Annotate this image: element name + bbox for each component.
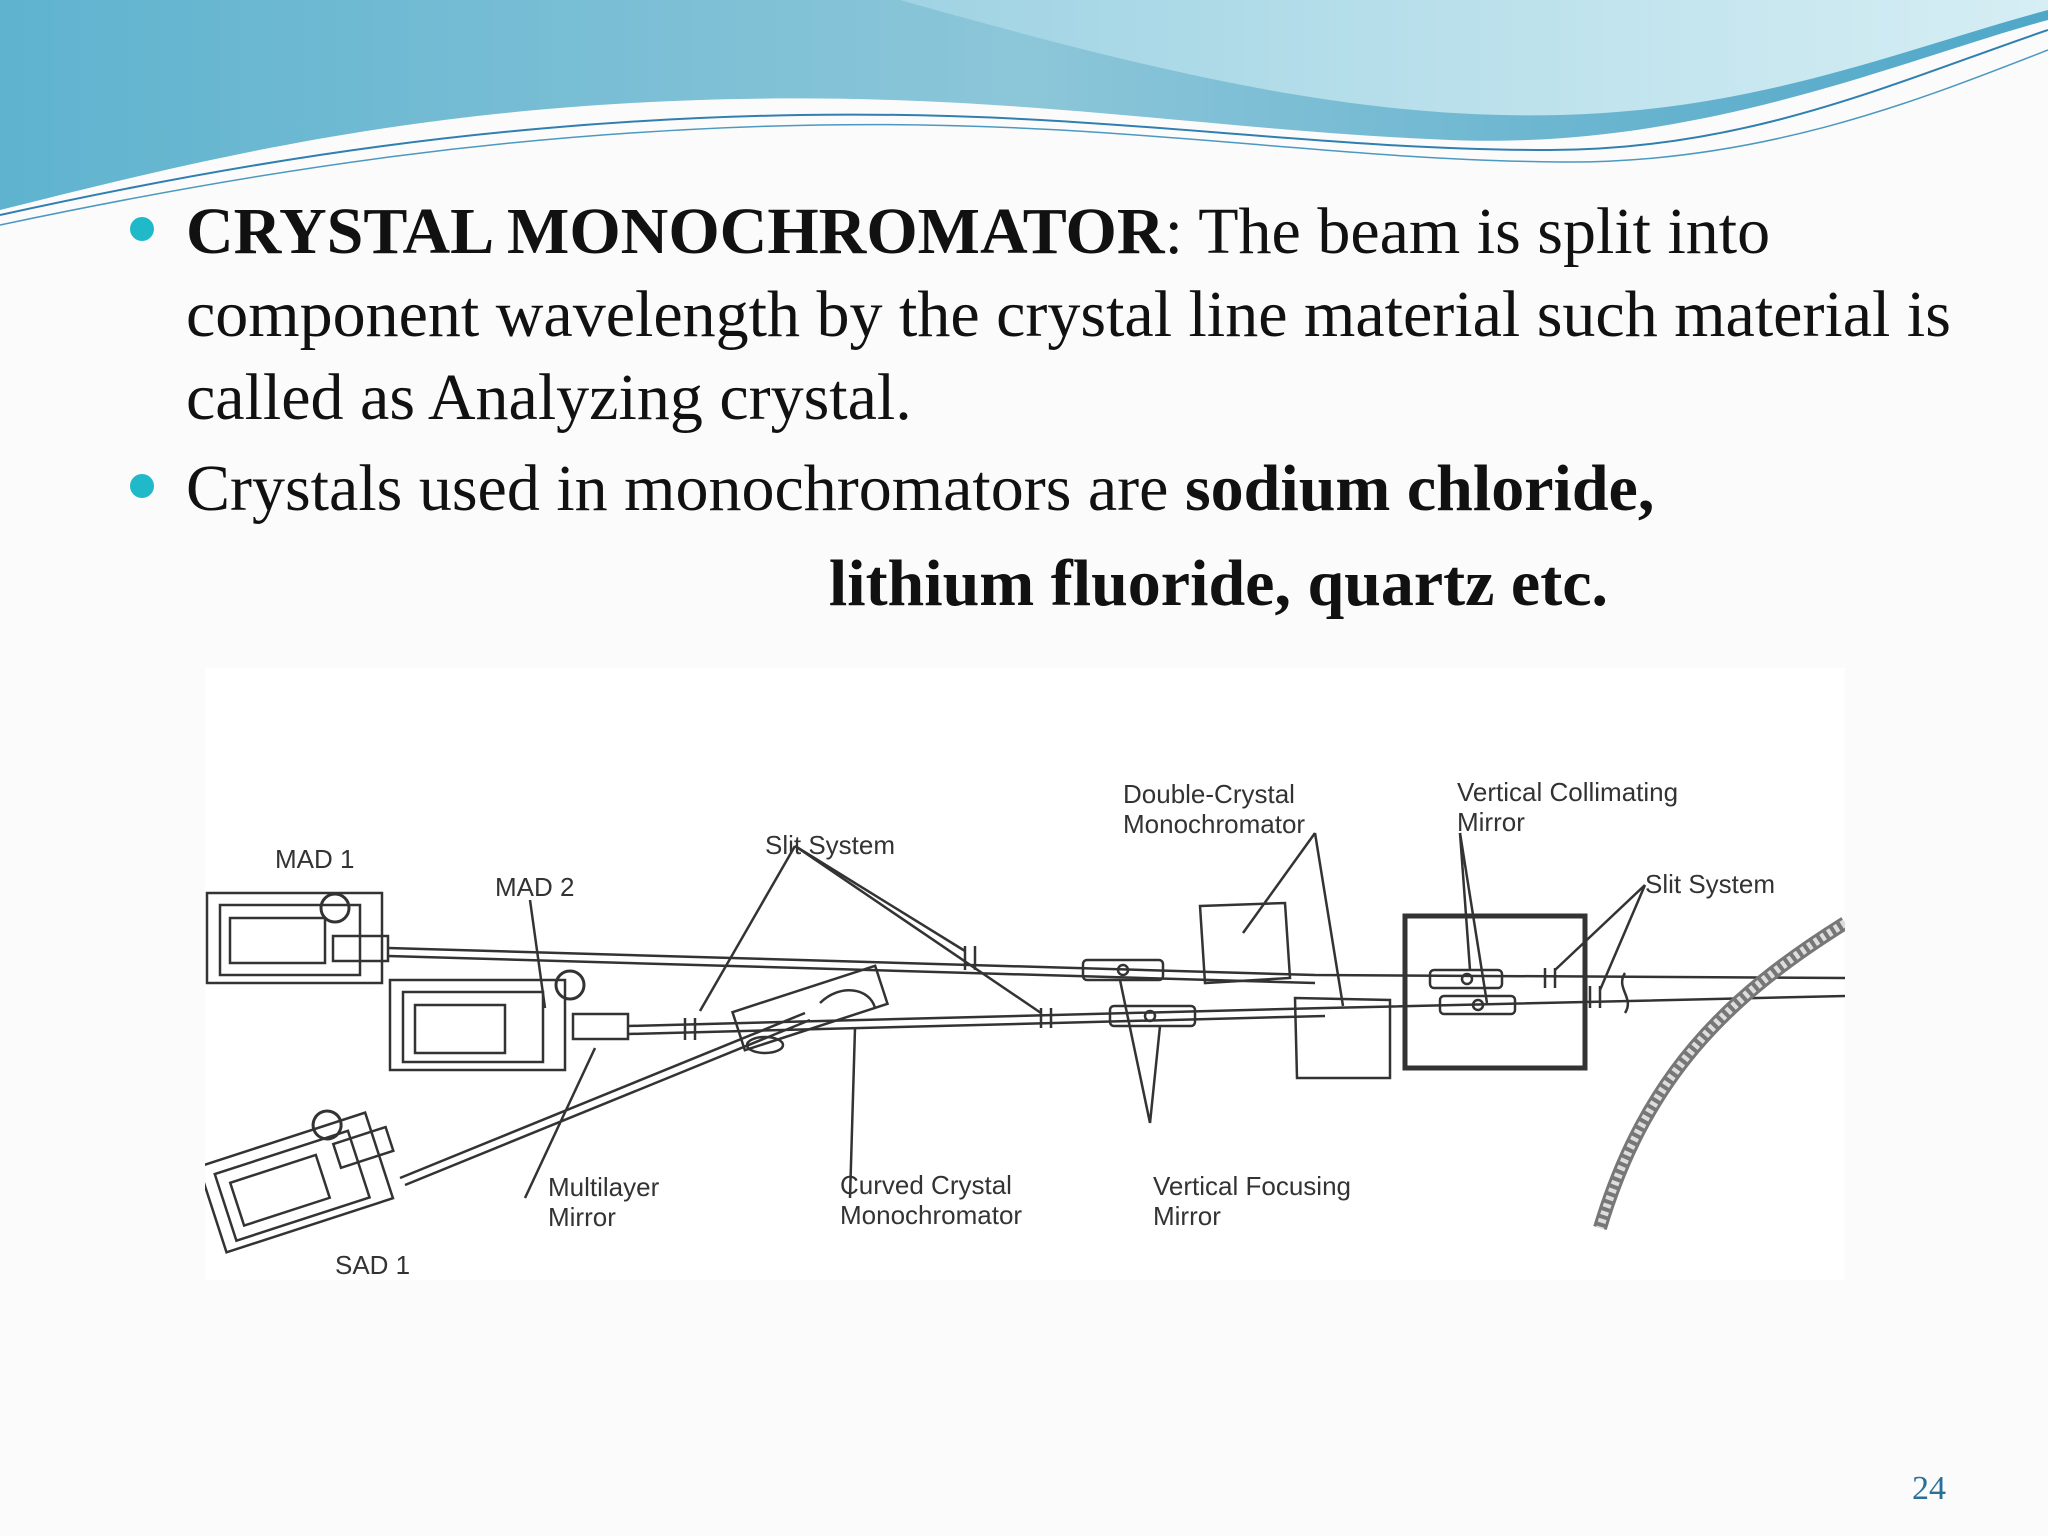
beam-pipe-sad1: [399, 1011, 806, 1180]
bullet-list: CRYSTAL MONOCHROMATOR: The beam is split…: [128, 190, 1968, 625]
station-mad1: [205, 891, 390, 985]
focusing-mirror-bottom: [1108, 1004, 1197, 1028]
label-double-crystal-1: Double-Crystal: [1123, 779, 1295, 809]
label-mad1: MAD 1: [275, 844, 354, 874]
comma-separator: ,: [1274, 547, 1308, 620]
bullet-line-2: lithium fluoride, quartz etc.: [186, 542, 1968, 625]
label-slit-system-right: Slit System: [1645, 869, 1775, 899]
label-mad2: MAD 2: [495, 872, 574, 902]
beam-pipe-mad2: [627, 994, 1846, 1028]
bullet-item-crystal-monochromator: CRYSTAL MONOCHROMATOR: The beam is split…: [128, 190, 1968, 439]
label-vertical-collimating-2: Mirror: [1457, 807, 1525, 837]
label-sad1: SAD 1: [335, 1250, 410, 1280]
label-vertical-collimating-1: Vertical Collimating: [1457, 777, 1678, 807]
bullet-line-1: Crystals used in monochromators are sodi…: [186, 447, 1968, 530]
label-vertical-focusing-1: Vertical Focusing: [1153, 1171, 1351, 1201]
station-sad1: [197, 1109, 395, 1254]
label-multilayer-1: Multilayer: [548, 1172, 660, 1202]
bold-quartz: quartz etc.: [1307, 547, 1608, 620]
label-curved-crystal-2: Monochromator: [840, 1200, 1022, 1230]
label-slit-system-left: Slit System: [765, 830, 895, 860]
beamline-diagram: MAD 1 MAD 2 SAD 1 Slit System Double-Cry…: [197, 668, 1849, 1280]
shield-wall: [1593, 917, 1849, 1231]
bullet-title: CRYSTAL MONOCHROMATOR: [186, 195, 1165, 268]
label-double-crystal-2: Monochromator: [1123, 809, 1305, 839]
bullet-text: Crystals used in monochromators are: [186, 452, 1185, 525]
bold-lithium-fluoride: lithium fluoride: [828, 547, 1275, 620]
beam-pipe-mad1: [387, 946, 1846, 980]
beamline-diagram-svg: MAD 1 MAD 2 SAD 1 Slit System Double-Cry…: [197, 777, 1849, 1280]
bullet-dot-icon: [130, 474, 154, 498]
bold-sodium-chloride: sodium chloride: [1184, 452, 1638, 525]
bullet-dot-icon: [130, 217, 154, 241]
label-multilayer-2: Mirror: [548, 1202, 616, 1232]
page-number: 24: [1912, 1470, 1946, 1507]
comma-separator: ,: [1637, 452, 1655, 525]
header-wave-decoration: [0, 0, 2048, 226]
bullet-item-crystals-used: Crystals used in monochromators are sodi…: [128, 447, 1968, 625]
station-mad2: [388, 969, 630, 1072]
label-vertical-focusing-2: Mirror: [1153, 1201, 1221, 1231]
dcm-box-2: [1293, 996, 1392, 1080]
label-curved-crystal-1: Curved Crystal: [840, 1170, 1012, 1200]
focusing-mirror-top: [1081, 958, 1165, 982]
dcm-box-1: [1198, 901, 1292, 985]
collimating-mirror-enclosure: [1402, 913, 1588, 1071]
bullet-text: : The beam is split into component wavel…: [186, 195, 1951, 434]
